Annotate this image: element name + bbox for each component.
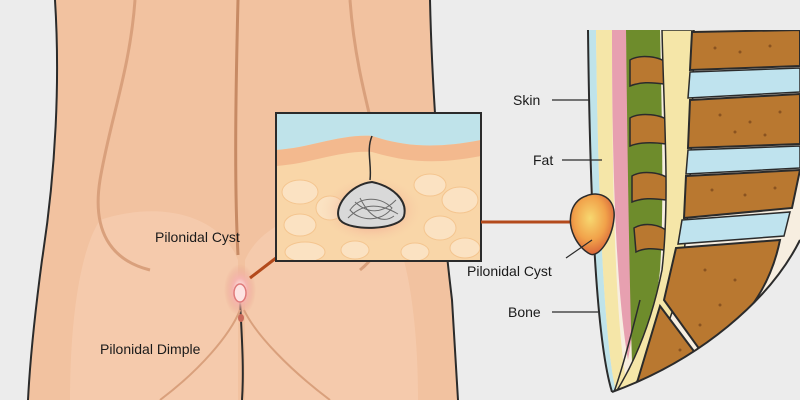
vertebral-arches xyxy=(629,55,671,254)
left-buttock-shading xyxy=(70,211,238,400)
inset-fat-cells xyxy=(281,173,481,261)
left-buttock-curve xyxy=(159,309,241,400)
right-buttock-curve xyxy=(243,309,331,400)
left-side-shadow xyxy=(0,0,58,400)
pilonidal-dimple-label: Pilonidal Dimple xyxy=(100,341,201,357)
cyst-pointer-right xyxy=(565,239,593,259)
pilonidal-dimple-marker xyxy=(238,314,244,322)
callout-line-left xyxy=(249,256,277,280)
bone-label: Bone xyxy=(508,304,541,320)
pilonidal-cyst-marker xyxy=(233,283,247,303)
skin-cross-section-inset xyxy=(275,112,482,262)
spine-sagittal-view xyxy=(569,29,800,393)
torso-outline-left xyxy=(27,0,59,400)
inset-sinus-tract xyxy=(368,135,373,181)
inset-hair-tangle xyxy=(347,197,399,220)
label-pointers xyxy=(552,99,602,313)
skin-stripe xyxy=(588,30,616,392)
vertebral-bodies xyxy=(634,30,800,388)
spine-groove xyxy=(234,0,240,256)
fat-label: Fat xyxy=(533,152,554,168)
inset-skin-layer xyxy=(276,113,481,150)
inset-frame xyxy=(275,112,482,262)
sacrum-canal-line xyxy=(613,299,641,392)
spine-outline xyxy=(587,29,613,393)
pilonidal-cyst-label-left: Pilonidal Cyst xyxy=(155,229,240,245)
inset-cyst xyxy=(337,180,406,229)
intervertebral-discs xyxy=(677,67,800,245)
pilonidal-cyst-label-right: Pilonidal Cyst xyxy=(467,263,552,279)
skin-label: Skin xyxy=(513,92,541,108)
pilonidal-cyst-lump xyxy=(569,193,615,256)
bone-texture-dots xyxy=(678,44,782,352)
inset-epidermis xyxy=(276,135,481,166)
spine-outline-bottom xyxy=(611,239,800,393)
left-back-muscle-line xyxy=(96,0,151,272)
